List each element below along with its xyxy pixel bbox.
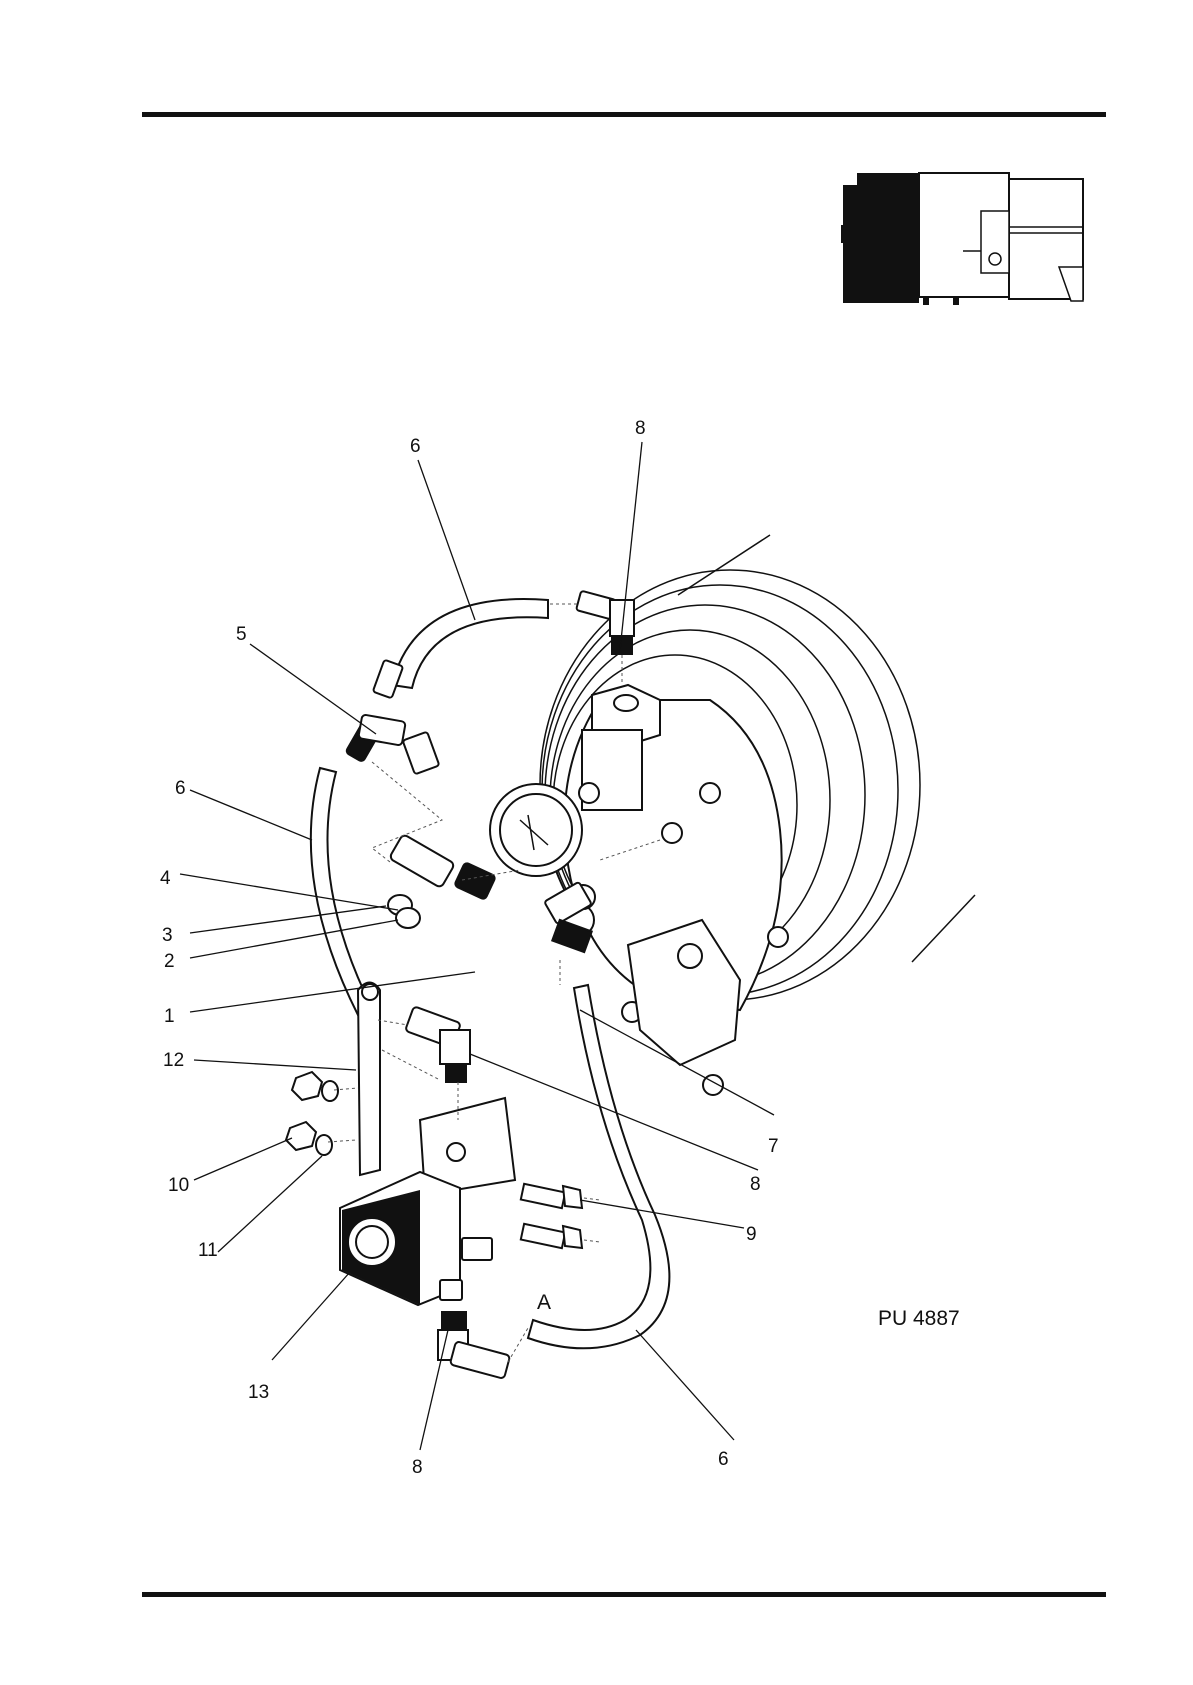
elbow-fitting-bottom [438, 1312, 510, 1379]
callout-6-top: 6 [410, 436, 421, 457]
footer-rule [142, 1592, 1106, 1597]
callout-7: 7 [768, 1136, 779, 1157]
callout-labels: 6 8 5 6 4 3 2 1 12 7 10 8 9 11 13 8 6 A … [160, 418, 960, 1478]
callout-8-bottom: 8 [412, 1457, 423, 1478]
location-thumbnail [841, 171, 1085, 305]
header-rule [142, 112, 1106, 117]
callout-5: 5 [236, 624, 247, 645]
exploded-parts-diagram: 6 8 5 6 4 3 2 1 12 7 10 8 9 11 13 8 6 A … [0, 400, 1193, 1500]
callout-8-middle: 8 [750, 1174, 761, 1195]
callout-8-top: 8 [635, 418, 646, 439]
callout-2: 2 [164, 951, 175, 972]
callout-3: 3 [162, 925, 173, 946]
callout-9: 9 [746, 1224, 757, 1245]
small-fittings [388, 834, 496, 928]
callout-6-left: 6 [175, 778, 186, 799]
elbow-fitting-middle [405, 1006, 470, 1082]
bracket-and-hardware [286, 983, 380, 1176]
callout-1: 1 [164, 1006, 175, 1027]
callout-4: 4 [160, 868, 171, 889]
figure-code: PU 4887 [878, 1307, 960, 1330]
callout-10: 10 [168, 1175, 189, 1196]
callout-13: 13 [248, 1382, 269, 1403]
callout-6-bottom: 6 [718, 1449, 729, 1470]
bolts [521, 1184, 582, 1248]
tee-fitting [345, 660, 439, 775]
pump-housing [490, 685, 788, 1095]
callout-11: 11 [198, 1240, 218, 1261]
view-label: A [537, 1291, 551, 1314]
callout-12: 12 [163, 1050, 184, 1071]
